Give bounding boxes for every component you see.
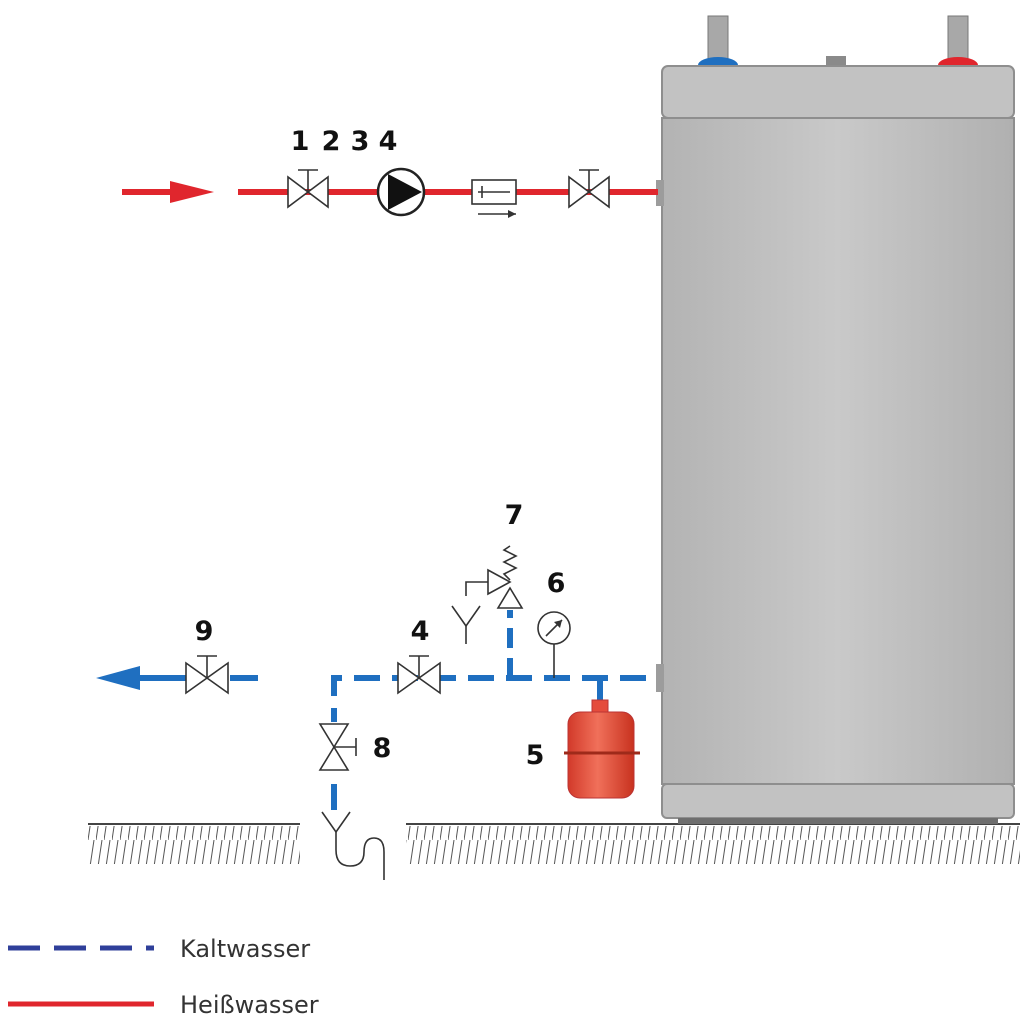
- label-cold-5: 5: [526, 740, 545, 771]
- safety-valve-icon: [465, 545, 524, 609]
- label-hot-1: 1: [291, 126, 310, 157]
- label-hot-4: 4: [379, 126, 398, 157]
- cold-outlet-valve-icon: [185, 655, 229, 695]
- legend: Kaltwasser Heißwasser: [8, 935, 319, 1019]
- drain-funnel-icon: [321, 811, 385, 880]
- label-hot-2: 2: [322, 126, 341, 157]
- cold-flow-arrow-icon: [96, 666, 140, 690]
- label-cold-8: 8: [373, 733, 392, 764]
- hot-flow-arrow-icon: [170, 181, 214, 203]
- water-heater-tank: [656, 15, 1015, 824]
- check-valve-icon: [471, 179, 517, 218]
- legend-hot-label: Heißwasser: [180, 991, 319, 1019]
- expansion-vessel-icon: [564, 699, 640, 799]
- circulation-pump-icon: [376, 167, 426, 217]
- legend-cold-label: Kaltwasser: [180, 935, 310, 963]
- label-cold-6: 6: [547, 568, 566, 599]
- pressure-gauge-icon: [537, 611, 571, 678]
- cold-shutoff-valve-icon: [397, 655, 441, 695]
- label-cold-7: 7: [505, 500, 524, 531]
- safety-drain-funnel-icon: [451, 605, 481, 644]
- ground: [88, 823, 1020, 864]
- drain-valve-icon: [318, 722, 357, 774]
- label-hot-3: 3: [351, 126, 370, 157]
- label-cold-4: 4: [411, 616, 430, 647]
- label-cold-9: 9: [195, 616, 214, 647]
- hot-shutoff-valve-2-icon: [568, 169, 610, 209]
- hot-shutoff-valve-icon: [287, 169, 329, 209]
